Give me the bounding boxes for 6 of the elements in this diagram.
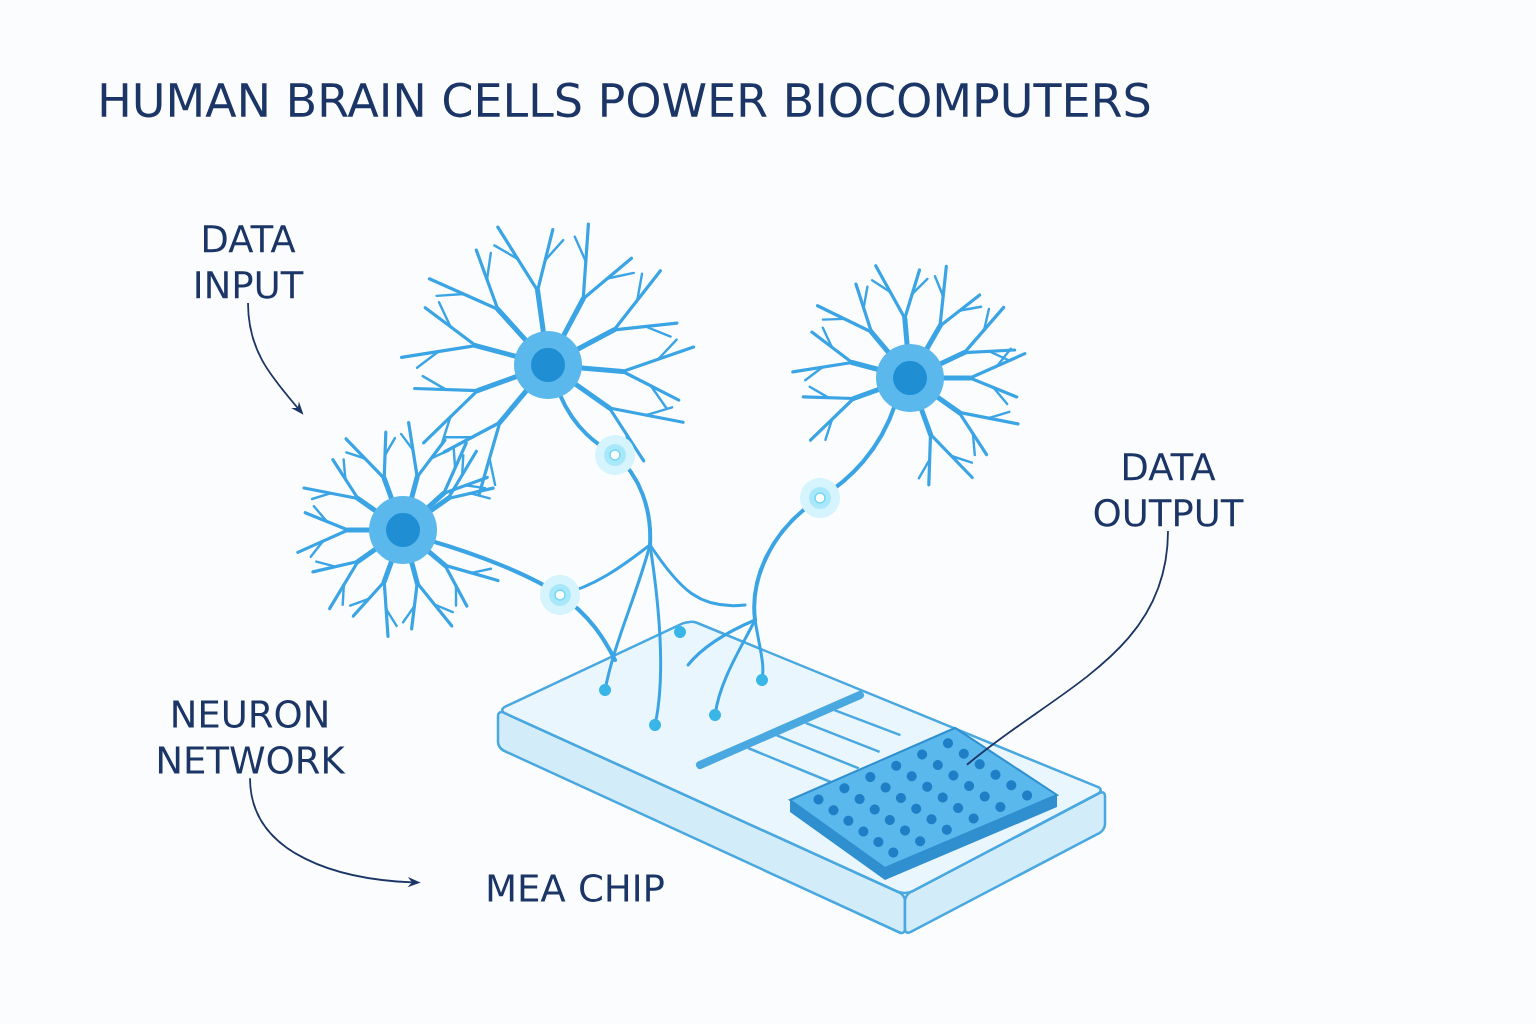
leader-line (966, 530, 1169, 766)
label-text: DATA INPUT (196, 225, 304, 299)
title: HUMAN BRAIN CELLS POWER BIOCOMPUTERS (101, 82, 1150, 118)
label-text: DATA OUTPUT (1094, 453, 1244, 527)
label-text: NEURON NETWORK (159, 700, 346, 774)
label-text: MEA CHIP (488, 874, 664, 902)
